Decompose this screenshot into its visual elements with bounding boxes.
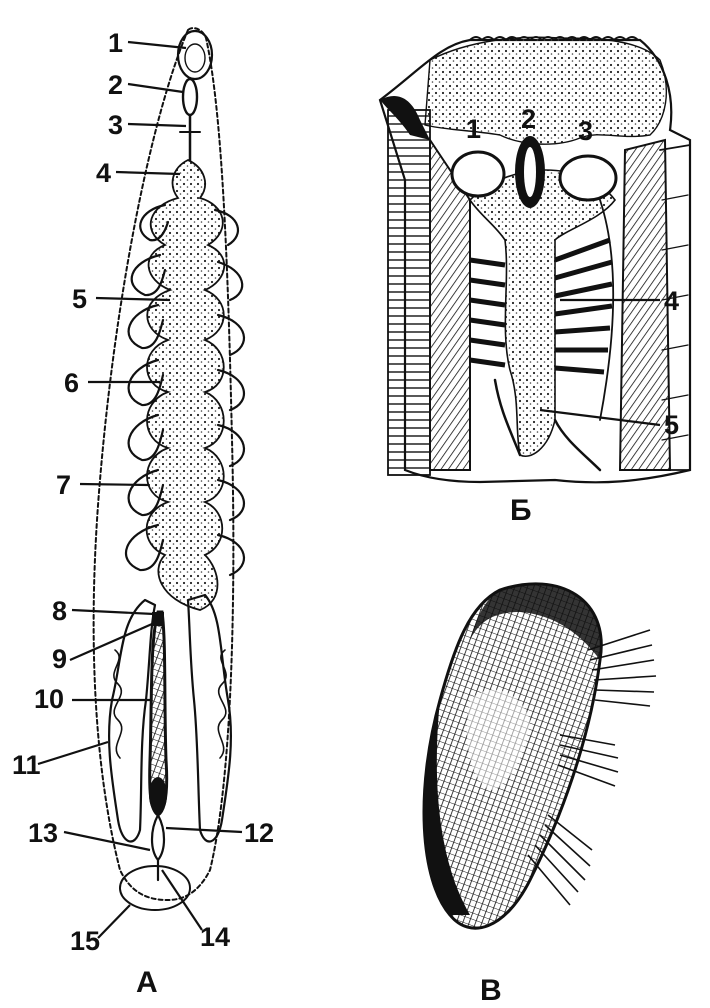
panel-b-caption: Б [510,494,532,527]
panel-a-label-5: 5 [72,284,87,314]
panel-a-crop [147,160,225,610]
panel-a: 1 2 3 4 5 6 7 8 9 10 11 12 13 14 15 А [12,28,274,999]
panel-a-label-2: 2 [108,70,123,100]
panel-a-label-6: 6 [64,368,79,398]
panel-a-label-10: 10 [34,684,64,714]
panel-a-caption: А [136,966,158,999]
panel-a-label-4: 4 [96,158,111,188]
panel-b-label-5: 5 [664,410,679,440]
panel-a-label-9: 9 [52,644,67,674]
panel-b-label-3: 3 [578,116,593,146]
panel-a-label-11: 11 [12,750,41,780]
panel-b-oral-region [425,37,666,144]
panel-v-caption: В [480,974,502,1007]
panel-a-label-13: 13 [28,818,58,848]
panel-b-jaw-3 [560,156,616,200]
panel-a-label-7: 7 [56,470,71,500]
panel-a-label-15: 15 [70,926,100,956]
panel-a-label-1: 1 [108,28,123,58]
panel-b-label-1: 1 [466,114,481,144]
panel-b-label-4: 4 [664,286,679,316]
panel-a-label-12: 12 [244,818,274,848]
panel-a-label-3: 3 [108,110,123,140]
panel-a-pharynx [183,79,197,115]
panel-b-jaw-1 [452,152,504,196]
panel-a-label-8: 8 [52,596,67,626]
panel-a-posterior-caeca [109,600,155,841]
panel-b: 1 2 3 4 5 Б [380,37,690,527]
panel-b-label-2: 2 [521,104,536,134]
panel-a-posterior-sucker [120,866,190,910]
panel-v: В [424,584,656,1007]
panel-a-label-14: 14 [200,922,230,952]
